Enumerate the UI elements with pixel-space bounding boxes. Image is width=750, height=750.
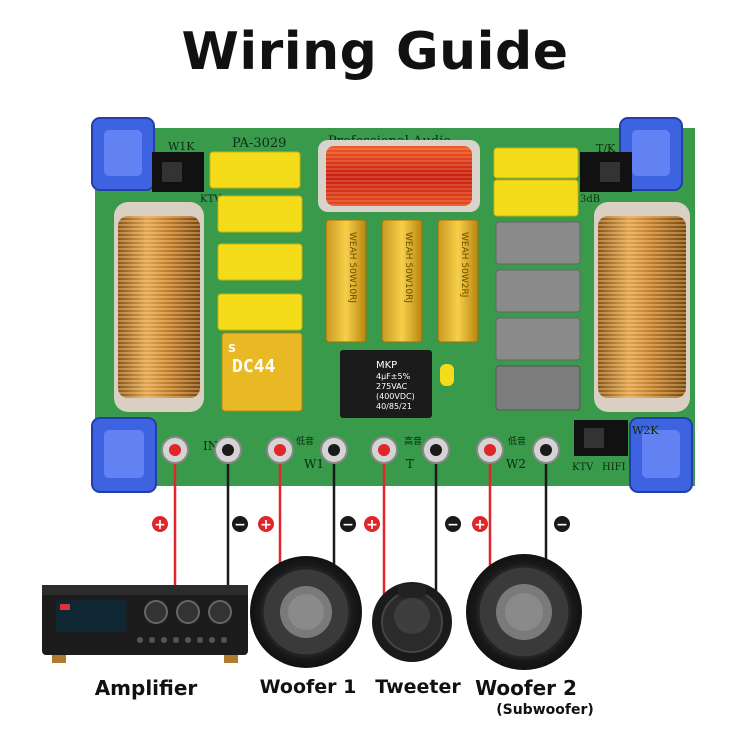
- label-ktv: KTV: [572, 462, 594, 473]
- corner-bracket-top-left: [91, 117, 155, 191]
- corner-bracket-top-right: [619, 117, 683, 191]
- label-chinese-2: 高音: [404, 435, 422, 447]
- minus-t: −: [447, 517, 459, 533]
- mkp-line1: MKP: [376, 360, 397, 371]
- terminal-w1-negative: [320, 436, 348, 464]
- polarity-markers: + − + − + − + −: [152, 516, 570, 533]
- label-3db: 3dB: [580, 194, 600, 205]
- mkp-line2: 4μF±5%: [376, 372, 411, 381]
- switch-w2k: [574, 420, 628, 456]
- label-w1: W1: [304, 457, 324, 471]
- corner-bracket-bottom-right: [629, 417, 693, 493]
- page-title: Wiring Guide: [181, 22, 569, 82]
- woofer-2-device: [466, 554, 582, 670]
- terminal-w2-negative: [532, 436, 560, 464]
- dc44-label: DC44: [232, 356, 276, 377]
- terminal-in-negative: [214, 436, 242, 464]
- caption-tweeter: Tweeter: [375, 676, 461, 698]
- capacitor-dc44: S DC44: [221, 332, 303, 412]
- terminal-w2-positive: [476, 436, 504, 464]
- resistor-3: WEAH 50W2RJ: [437, 219, 479, 343]
- label-chinese-1: 低音: [296, 435, 314, 447]
- resistor-2: WEAH 50W10RJ: [381, 219, 423, 343]
- dc44-corner: S: [228, 342, 236, 355]
- caption-subwoofer: (Subwoofer): [496, 702, 594, 718]
- label-model: PA-3029: [232, 136, 286, 151]
- switch-tk: [580, 152, 632, 192]
- capacitor-yellow-group-right: [493, 147, 579, 217]
- terminal-w1-positive: [266, 436, 294, 464]
- terminal-t-positive: [370, 436, 398, 464]
- label-hifi: HIFI: [602, 462, 626, 473]
- label-w2k: W2K: [632, 424, 659, 437]
- resistor-2-label: WEAH 50W10RJ: [403, 232, 413, 303]
- mkp-line5: 40/85/21: [376, 402, 412, 411]
- plus-w2: +: [474, 517, 486, 533]
- mkp-line3: 275VAC: [376, 382, 408, 391]
- label-ktv-top: KTV: [200, 194, 222, 205]
- corner-bracket-bottom-left: [91, 417, 157, 493]
- resistor-3-label: WEAH 50W2RJ: [459, 232, 469, 297]
- resistor-1-label: WEAH 50W10RJ: [347, 232, 357, 303]
- caption-amplifier: Amplifier: [94, 676, 198, 700]
- label-w1k: W1K: [168, 140, 195, 153]
- minus-in: −: [234, 517, 246, 533]
- label-tk: T/K: [596, 142, 616, 155]
- minus-w1: −: [342, 517, 354, 533]
- terminal-t-negative: [422, 436, 450, 464]
- terminal-in-positive: [161, 436, 189, 464]
- minus-w2: −: [556, 517, 568, 533]
- caption-woofer-2: Woofer 2: [475, 676, 577, 700]
- label-chinese-3: 低音: [508, 435, 526, 447]
- switch-w1k: [152, 152, 204, 192]
- label-w2: W2: [506, 457, 526, 471]
- plus-in: +: [154, 517, 166, 533]
- mkp-line4: (400VDC): [376, 392, 415, 401]
- woofer-1-device: [250, 556, 362, 668]
- capacitor-yellow-group-left: [209, 151, 303, 331]
- caption-woofer-1: Woofer 1: [259, 676, 357, 698]
- capacitor-mkp: MKP 4μF±5% 275VAC (400VDC) 40/85/21: [340, 350, 432, 418]
- plus-w1: +: [260, 517, 272, 533]
- amplifier-device: [42, 585, 248, 663]
- small-yellow-part: [440, 364, 454, 386]
- inductor-coil-left: [114, 202, 204, 412]
- tweeter-device: [372, 582, 452, 662]
- inductor-coil-red: [318, 140, 480, 212]
- inductor-coil-right: [594, 202, 690, 412]
- plus-t: +: [366, 517, 378, 533]
- label-t: T: [406, 457, 414, 471]
- resistor-1: WEAH 50W10RJ: [325, 219, 367, 343]
- capacitor-gray-group: [495, 221, 581, 411]
